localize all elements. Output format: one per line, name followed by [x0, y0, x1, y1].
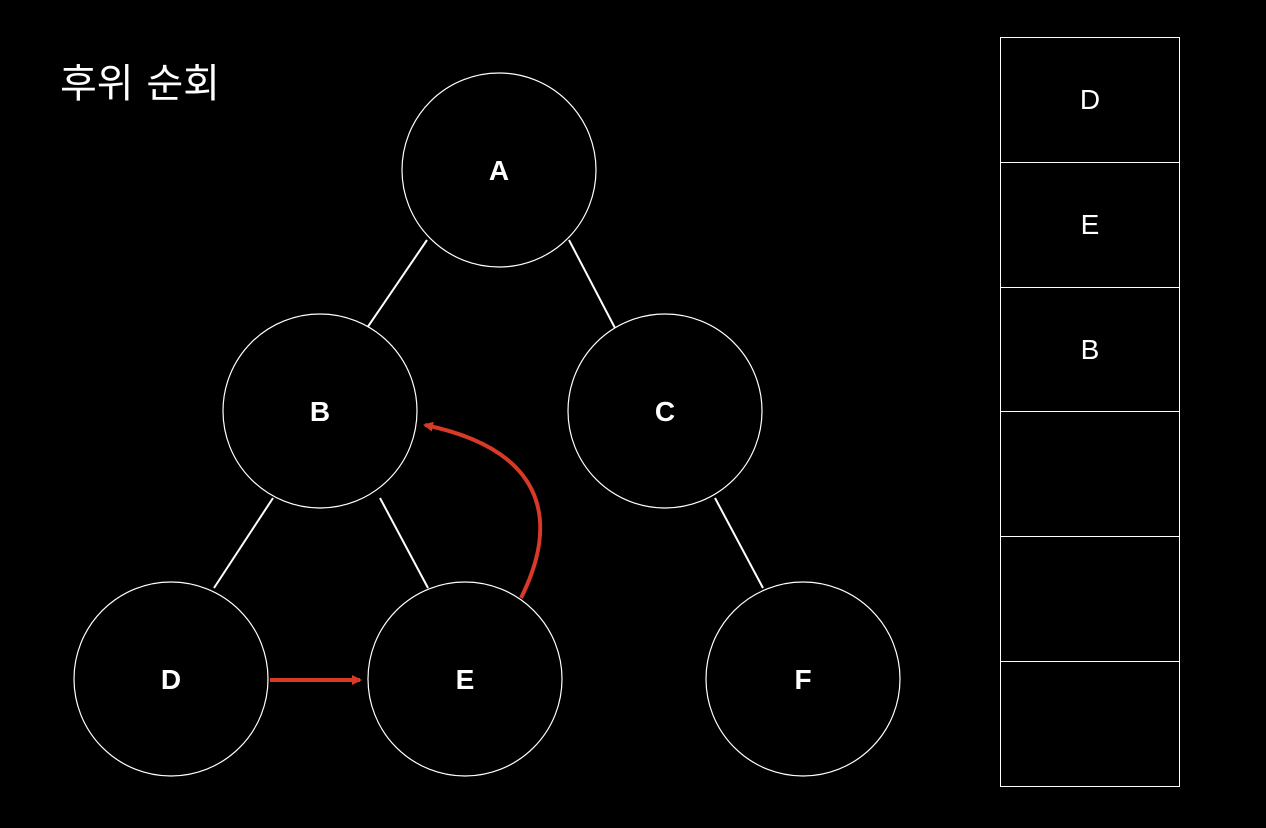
edge-a-c — [568, 239, 616, 329]
node-c-label: C — [655, 396, 675, 427]
node-e: E — [367, 581, 563, 777]
stack-cell — [1001, 662, 1179, 786]
node-b-label: B — [310, 396, 330, 427]
edge-a-b — [366, 239, 428, 329]
edge-b-d — [213, 497, 274, 589]
node-c: C — [567, 313, 763, 509]
edge-b-e — [379, 497, 429, 589]
binary-tree-diagram: A B C D E F — [73, 72, 901, 777]
node-e-label: E — [456, 664, 475, 695]
stack-cell: B — [1001, 288, 1179, 413]
edge-c-f — [714, 497, 764, 589]
stack-cell: D — [1001, 38, 1179, 163]
node-f: F — [705, 581, 901, 777]
stack-cell — [1001, 537, 1179, 663]
arrow-e-to-b — [423, 421, 543, 599]
page-title: 후위 순회 — [60, 61, 220, 107]
node-f-label: F — [794, 664, 811, 695]
stack-cell — [1001, 412, 1179, 538]
node-a: A — [401, 72, 597, 268]
node-d: D — [73, 581, 269, 777]
node-a-label: A — [489, 155, 509, 186]
traversal-stack: D E B — [1000, 37, 1180, 787]
node-b: B — [222, 313, 418, 509]
node-d-label: D — [161, 664, 181, 695]
stack-cell: E — [1001, 163, 1179, 288]
